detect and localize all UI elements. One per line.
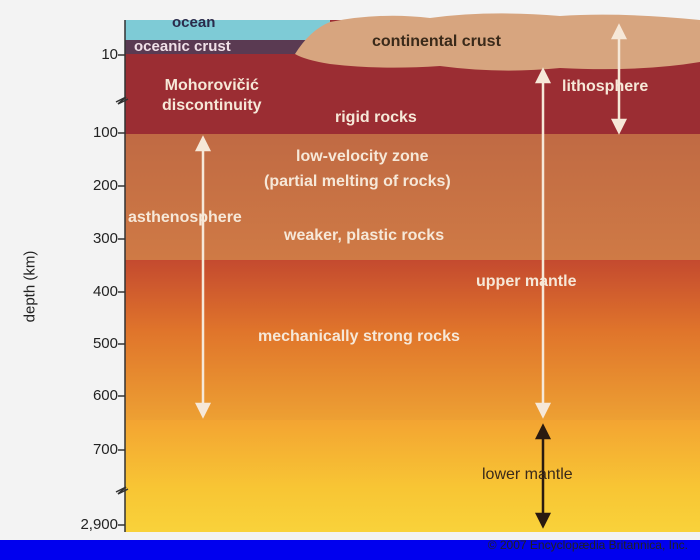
- tick-label: 700: [92, 441, 118, 458]
- partial-melting-label: (partial melting of rocks): [264, 173, 451, 190]
- copyright-credit: © 2007 Encyclopædia Britannica, Inc.: [487, 538, 688, 552]
- tick-label: 500: [92, 335, 118, 352]
- tick-label: 400: [92, 283, 118, 300]
- moho-label: Mohorovičić discontinuity: [162, 77, 262, 114]
- upper-mantle-arrow: [534, 67, 552, 419]
- lithosphere-arrow: [610, 23, 628, 135]
- depth-axis-title: depth (km): [21, 250, 39, 323]
- mechanically-strong-rocks-label: mechanically strong rocks: [258, 328, 460, 345]
- axis-break-top: [115, 96, 129, 105]
- tick-label: 100: [92, 124, 118, 141]
- continental-crust-layer: [295, 13, 700, 71]
- tick-label: 300: [92, 230, 118, 247]
- tick-label: 10: [101, 46, 118, 63]
- axis-break-bottom: [115, 486, 129, 495]
- lower-mantle-layer: [125, 420, 700, 532]
- continental-crust-label: continental crust: [372, 33, 501, 50]
- asthenosphere-arrow: [194, 135, 212, 419]
- ocean-label: ocean: [172, 14, 216, 31]
- tick-label: 2,900: [80, 516, 118, 533]
- axis-ticks: [118, 54, 125, 526]
- lower-mantle-arrow: [534, 423, 552, 529]
- low-velocity-zone-label: low-velocity zone: [296, 148, 429, 165]
- ocean-layer: [125, 20, 330, 40]
- lower-mantle-label: lower mantle: [482, 466, 573, 483]
- rigid-rocks-label: rigid rocks: [335, 109, 417, 126]
- asthenosphere-label: asthenosphere: [128, 209, 242, 226]
- asthenosphere-layer: [125, 134, 700, 260]
- weaker-plastic-rocks-label: weaker, plastic rocks: [284, 227, 445, 244]
- oceanic-crust-layer: [125, 40, 310, 54]
- tick-label: 600: [92, 387, 118, 404]
- tick-label: 200: [92, 177, 118, 194]
- lithosphere-label: lithosphere: [562, 78, 649, 95]
- upper-mantle-layer: [125, 260, 700, 420]
- oceanic-crust-label: oceanic crust: [134, 38, 231, 55]
- upper-mantle-label: upper mantle: [476, 273, 577, 290]
